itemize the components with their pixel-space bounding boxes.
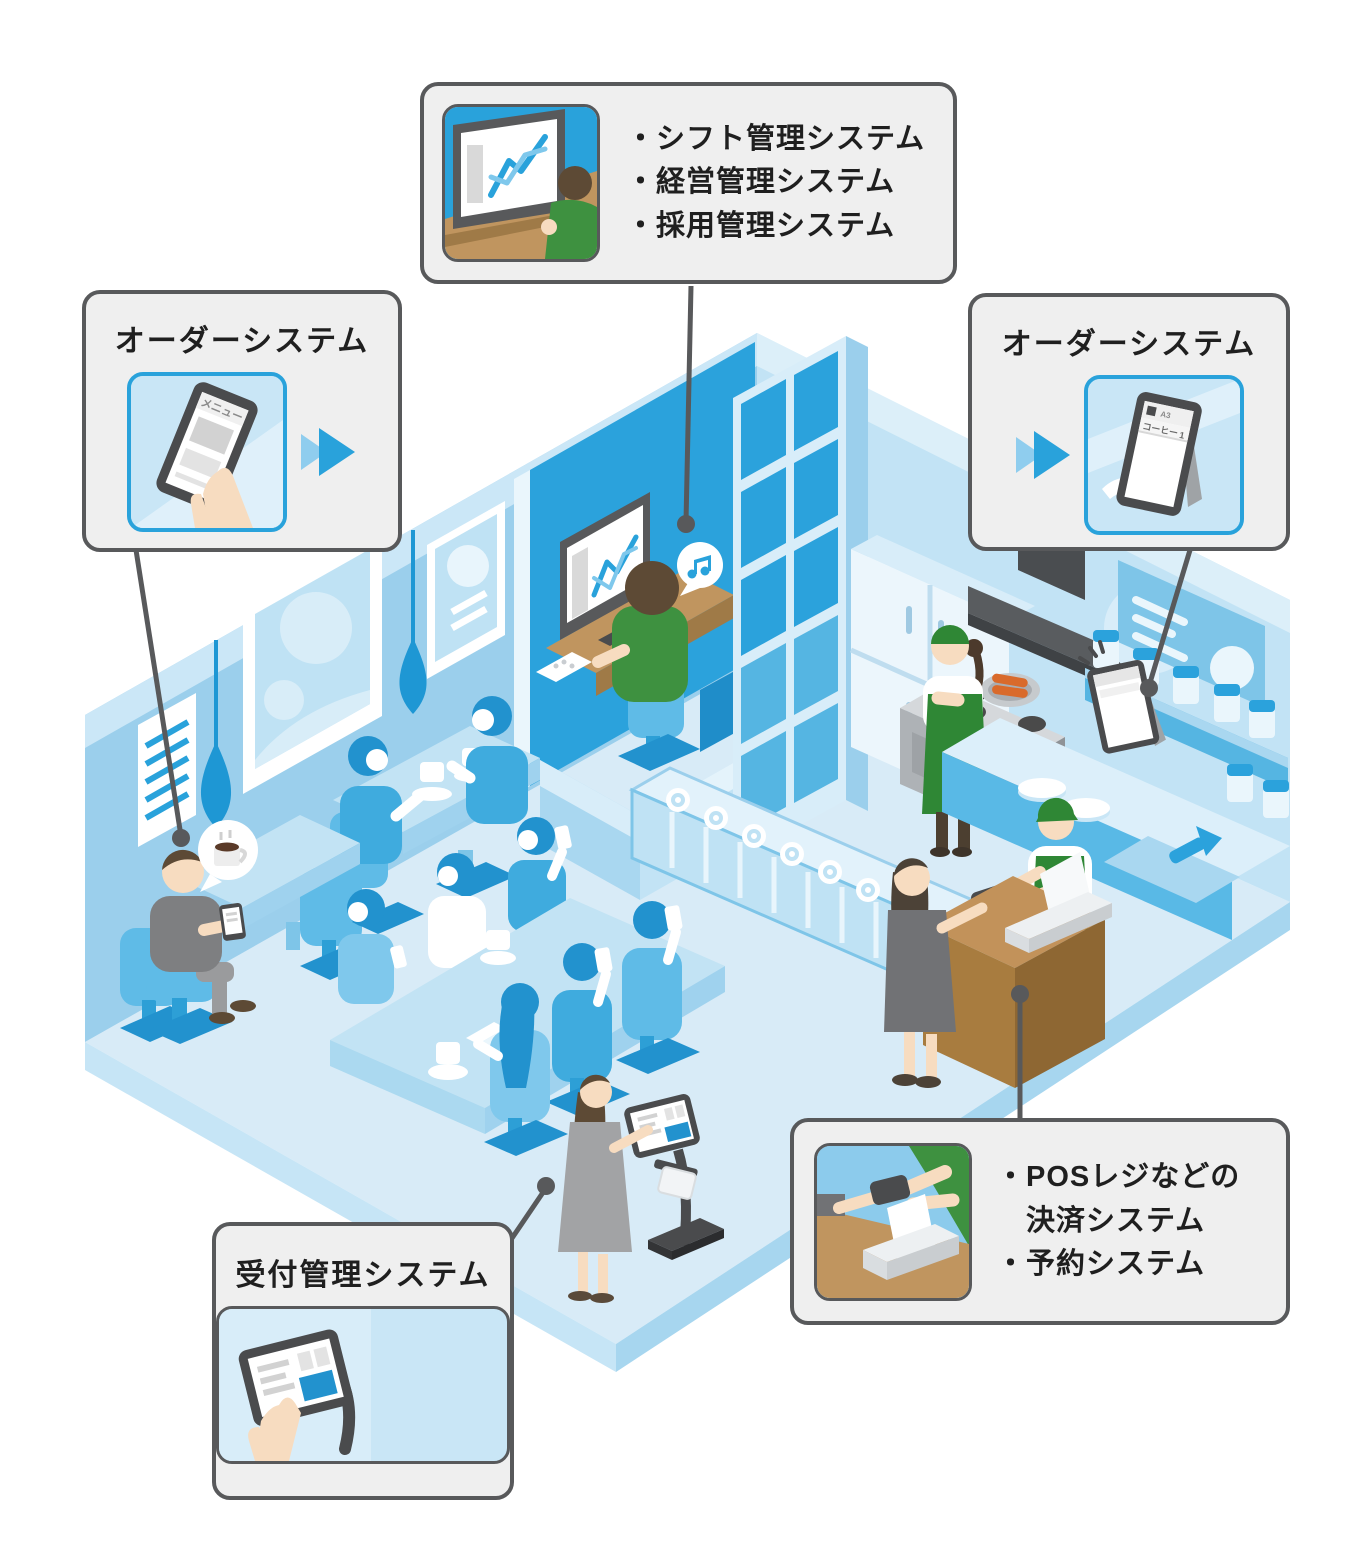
mobile-order-icon: メニュー — [127, 372, 287, 532]
table-order-tablet-icon: A3 コーヒー 1 — [1084, 375, 1244, 535]
smartphone — [219, 903, 246, 941]
list-item: ・予約システム — [996, 1248, 1206, 1281]
list-item: ・POSレジなどの決済システム — [996, 1161, 1241, 1237]
list-item: ・採用管理システム — [626, 209, 896, 242]
callout-pos-payment-systems: ・POSレジなどの決済システム ・予約システム — [790, 1118, 1290, 1325]
kiosk-stand — [648, 1148, 724, 1260]
wall-picture-large — [243, 528, 382, 794]
callout-order-system-right: オーダーシステム A3 コーヒー 1 — [968, 293, 1290, 551]
roll-cakes — [666, 788, 880, 902]
customer-silhouette — [446, 696, 528, 824]
customer-silhouette — [338, 889, 424, 1004]
pos-terminal — [1005, 852, 1112, 953]
bar-counter — [942, 560, 1290, 940]
list-item: ・経営管理システム — [626, 166, 896, 199]
alert-marks — [1078, 640, 1105, 665]
faucet-arrow — [1169, 826, 1222, 864]
customer-silhouette — [473, 983, 568, 1156]
fast-forward-icon — [301, 428, 355, 476]
paying-customer — [884, 858, 988, 1088]
reception-kiosk-icon — [216, 1306, 510, 1464]
customer-silhouette — [616, 901, 700, 1074]
callout-title: オーダーシステム — [114, 325, 370, 358]
reception-kiosk-area — [558, 1074, 724, 1303]
callout-back-office-systems: ・シフト管理システム ・経営管理システム ・採用管理システム — [420, 82, 957, 284]
guest-at-kiosk — [558, 1074, 653, 1303]
callout-title: 受付管理システム — [235, 1259, 491, 1292]
storage-shelf — [733, 336, 868, 862]
customer-with-smartphone — [146, 815, 360, 1044]
pos-payment-icon — [814, 1142, 972, 1301]
wall-picture-small — [427, 501, 505, 679]
pos-system-list: ・POSレジなどの決済システム ・予約システム — [996, 1156, 1248, 1287]
customer-silhouette — [428, 853, 506, 968]
fast-forward-icon — [1016, 431, 1070, 479]
callout-title: オーダーシステム — [1001, 328, 1257, 361]
plates — [1018, 778, 1110, 822]
coffee-speech-bubble — [198, 820, 258, 892]
callout-order-system-left: オーダーシステム メニュー — [82, 290, 402, 552]
list-item: ・シフト管理システム — [626, 122, 926, 155]
back-office-desk-icon — [442, 104, 600, 262]
svg-text:A3: A3 — [1160, 409, 1172, 420]
svg-text:1: 1 — [1178, 430, 1185, 441]
back-office-system-list: ・シフト管理システム ・経営管理システム ・採用管理システム — [626, 118, 925, 249]
pendant-lamp — [200, 640, 232, 828]
kitchen-order-tablet — [1087, 659, 1166, 754]
pos-counter-area — [884, 797, 1112, 1088]
pendant-lamp — [399, 530, 427, 714]
back-office-nook — [514, 342, 755, 795]
callout-reception-system: 受付管理システム — [212, 1222, 514, 1500]
